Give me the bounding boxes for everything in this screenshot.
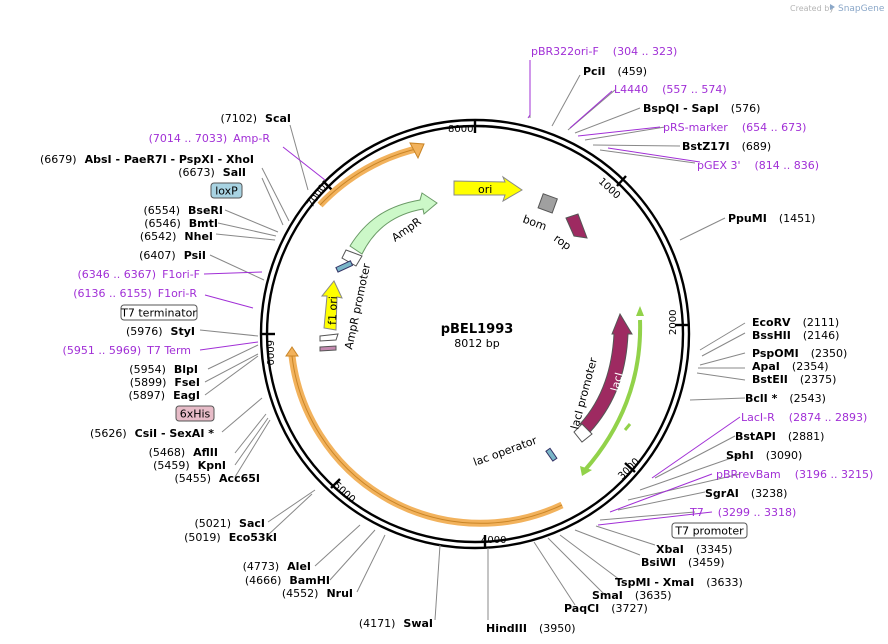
- tick-4000: 4000: [481, 535, 506, 546]
- tick-6000: 6000: [264, 340, 275, 365]
- primer-pgex-3: pGEX 3'(814 .. 836): [697, 159, 819, 172]
- site-aflii: (5468)AflII: [149, 446, 218, 459]
- tick-1000: 1000: [596, 176, 622, 201]
- site-bamhi: (4666)BamHI: [245, 574, 330, 587]
- site-bseri: (6554)BseRI: [143, 204, 223, 217]
- site-pcii: PciI(459): [583, 65, 647, 78]
- svg-text:T7 promoter: T7 promoter: [674, 525, 744, 538]
- site-psii: (6407)PsiI: [139, 249, 206, 262]
- bom-label: bom: [521, 213, 548, 234]
- 6xhis-tag: 6xHis: [175, 405, 215, 422]
- primer-l4440: L4440(557 .. 574): [614, 83, 727, 96]
- ampr-promoter-mark: [335, 260, 354, 273]
- site-kpni: (5459)KpnI: [153, 459, 226, 472]
- credit-prefix: Created by: [790, 4, 834, 13]
- plasmid-name: pBEL1993: [441, 322, 514, 337]
- site-blpi: (5954)BlpI: [129, 363, 198, 376]
- site-swai: (4171)SwaI: [359, 617, 433, 630]
- ori-arrow: [453, 175, 523, 203]
- f1-ori-label: f1 ori: [326, 296, 340, 325]
- site-pspomi: PspOMI(2350): [752, 347, 847, 360]
- tick-8000: 8000: [448, 124, 473, 135]
- laci-arrow: [573, 312, 633, 443]
- svg-text:T7 terminator: T7 terminator: [120, 307, 197, 320]
- t7-terminator-tag: T7 terminator: [120, 304, 198, 321]
- site-bstz17i: BstZ17I(689): [682, 140, 771, 153]
- credit-brand: SnapGene: [838, 4, 885, 14]
- site-apai: ApaI(2354): [752, 360, 828, 373]
- site-fsei: (5899)FseI: [130, 376, 200, 389]
- plasmid-length: 8012 bp: [454, 337, 499, 350]
- site-bsshii: BssHII(2146): [752, 329, 839, 342]
- ampr-arrow: [341, 192, 438, 267]
- svg-text:6xHis: 6xHis: [180, 408, 211, 421]
- leader-lines: [199, 63, 746, 621]
- site-styi: (5976)StyI: [126, 325, 195, 338]
- site-sali: (6673)SalI: [178, 166, 246, 179]
- site-sgrai: SgrAI(3238): [705, 487, 787, 500]
- site-xbai: XbaI(3345): [656, 543, 732, 556]
- site-hindiii: HindIII(3950): [486, 622, 576, 635]
- rop-arrow: [565, 213, 588, 239]
- site-tspmi-xmai: TspMI - XmaI(3633): [615, 576, 743, 589]
- primer-t7-term: (5951 .. 5969)T7 Term: [63, 344, 191, 357]
- snapgene-logo-icon: [830, 4, 835, 10]
- lac-operator-mark: [545, 447, 558, 462]
- lac-operator-label: lac operator: [472, 434, 540, 469]
- t7-term-mark: [319, 333, 339, 352]
- primer-f1ori-r: (6136 .. 6155)F1ori-R: [73, 287, 197, 300]
- f1-ori-arrow: [320, 280, 343, 331]
- primer-prs-marker: pRS-marker(654 .. 673): [663, 121, 806, 134]
- svg-text:loxP: loxP: [215, 185, 238, 198]
- primer-amp-r: (7014 .. 7033)Amp-R: [149, 132, 271, 145]
- site-bspqi-sapi: BspQI - SapI(576): [643, 102, 760, 115]
- site-bsiwi: BsiWI(3459): [641, 556, 725, 569]
- primer-t7: T7(3299 .. 3318): [689, 506, 796, 519]
- site-alei: (4773)AleI: [243, 560, 311, 573]
- site-ppumi: PpuMI(1451): [728, 212, 815, 225]
- site-saci: (5021)SacI: [194, 517, 265, 530]
- site-bmti: (6546)BmtI: [144, 217, 218, 230]
- site-bstapi: BstAPI(2881): [735, 430, 824, 443]
- site-eagi: (5897)EagI: [129, 389, 200, 402]
- primer-f1ori-f: (6346 .. 6367)F1ori-F: [78, 268, 201, 281]
- site-nhei: (6542)NheI: [140, 230, 213, 243]
- site-csii-sexai: (5626)CsiI - SexAI *: [90, 427, 214, 440]
- site-bsteii: BstEII(2375): [752, 373, 836, 386]
- site-absi-xhoi: (6679)AbsI - PaeR7I - PspXI - XhoI: [40, 153, 254, 166]
- ori-label: ori: [478, 183, 492, 196]
- site-eco53ki: (5019)Eco53kI: [184, 531, 277, 544]
- laci-label: lacI: [608, 371, 625, 393]
- tick-2000: 2000: [668, 310, 679, 335]
- primer-pbr322ori-f: pBR322ori-F(304 .. 323): [531, 45, 677, 58]
- tick-3000: 3000: [616, 456, 642, 482]
- primer-laci-r: LacI-R(2874 .. 2893): [741, 411, 867, 424]
- green-arc-laci-promoter: [580, 306, 644, 476]
- orange-feature-top: [317, 142, 425, 208]
- tick-marks: [262, 120, 688, 548]
- site-acc65i: (5455)Acc65I: [174, 472, 260, 485]
- site-paqci: PaqCI(3727): [564, 602, 648, 615]
- orange-feature-bottom: [285, 346, 564, 527]
- site-sphi: SphI(3090): [726, 449, 802, 462]
- rop-label: rop: [551, 232, 573, 253]
- site-scai: (7102)ScaI: [220, 112, 291, 125]
- ampr-promoter-label: AmpR promoter: [342, 262, 373, 351]
- primer-pbrrevbam: pBRrevBam(3196 .. 3215): [716, 468, 873, 481]
- site-ecorv: EcoRV(2111): [752, 316, 839, 329]
- loxp-tag: loxP: [210, 182, 243, 199]
- site-bcli: BclI *(2543): [745, 392, 826, 405]
- site-smai: SmaI(3635): [592, 589, 671, 602]
- t7-promoter-tag: T7 promoter: [671, 522, 748, 539]
- site-nrui: (4552)NruI: [282, 587, 353, 600]
- bom-box: [537, 193, 558, 214]
- primer-leaders: [199, 60, 741, 526]
